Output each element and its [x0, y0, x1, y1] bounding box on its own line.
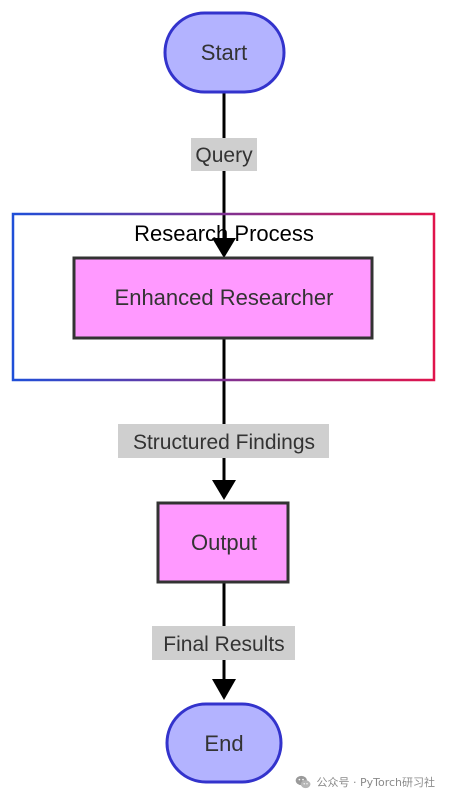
edge-start-to-researcher-overlay	[212, 220, 236, 258]
edge-label-text: Structured Findings	[133, 431, 315, 454]
node-start[interactable]: Start	[163, 11, 286, 94]
terminal-shape	[163, 11, 286, 94]
edge-label-final-results: Final Results	[152, 626, 295, 660]
node-label: Start	[201, 40, 247, 65]
node-end[interactable]: End	[165, 702, 283, 784]
arrowhead-icon	[212, 480, 236, 500]
edge-label-text: Final Results	[163, 633, 284, 656]
edge-researcher-to-output	[212, 338, 236, 500]
arrowhead-icon	[212, 238, 236, 258]
node-enhanced-researcher[interactable]: Enhanced Researcher	[72, 256, 374, 340]
edge-label-structured-findings: Structured Findings	[118, 424, 329, 458]
edge-label-bg	[191, 138, 257, 171]
group-border	[11, 212, 436, 382]
terminal-shape	[165, 702, 283, 784]
process-shape	[156, 501, 290, 584]
edge-label-query: Query	[191, 138, 257, 171]
node-label: End	[204, 731, 243, 756]
watermark-text: 公众号 · PyTorch研习社	[316, 776, 435, 789]
wechat-icon	[295, 774, 311, 790]
process-shape	[72, 256, 374, 340]
arrowhead-icon	[212, 679, 236, 700]
node-label: Enhanced Researcher	[115, 285, 334, 310]
watermark: 公众号 · PyTorch研习社	[295, 774, 435, 790]
node-output[interactable]: Output	[156, 501, 290, 584]
edge-label-bg	[152, 626, 295, 660]
edge-label-text: Query	[195, 144, 253, 167]
node-label: Output	[191, 530, 257, 555]
edge-label-bg	[118, 424, 329, 458]
